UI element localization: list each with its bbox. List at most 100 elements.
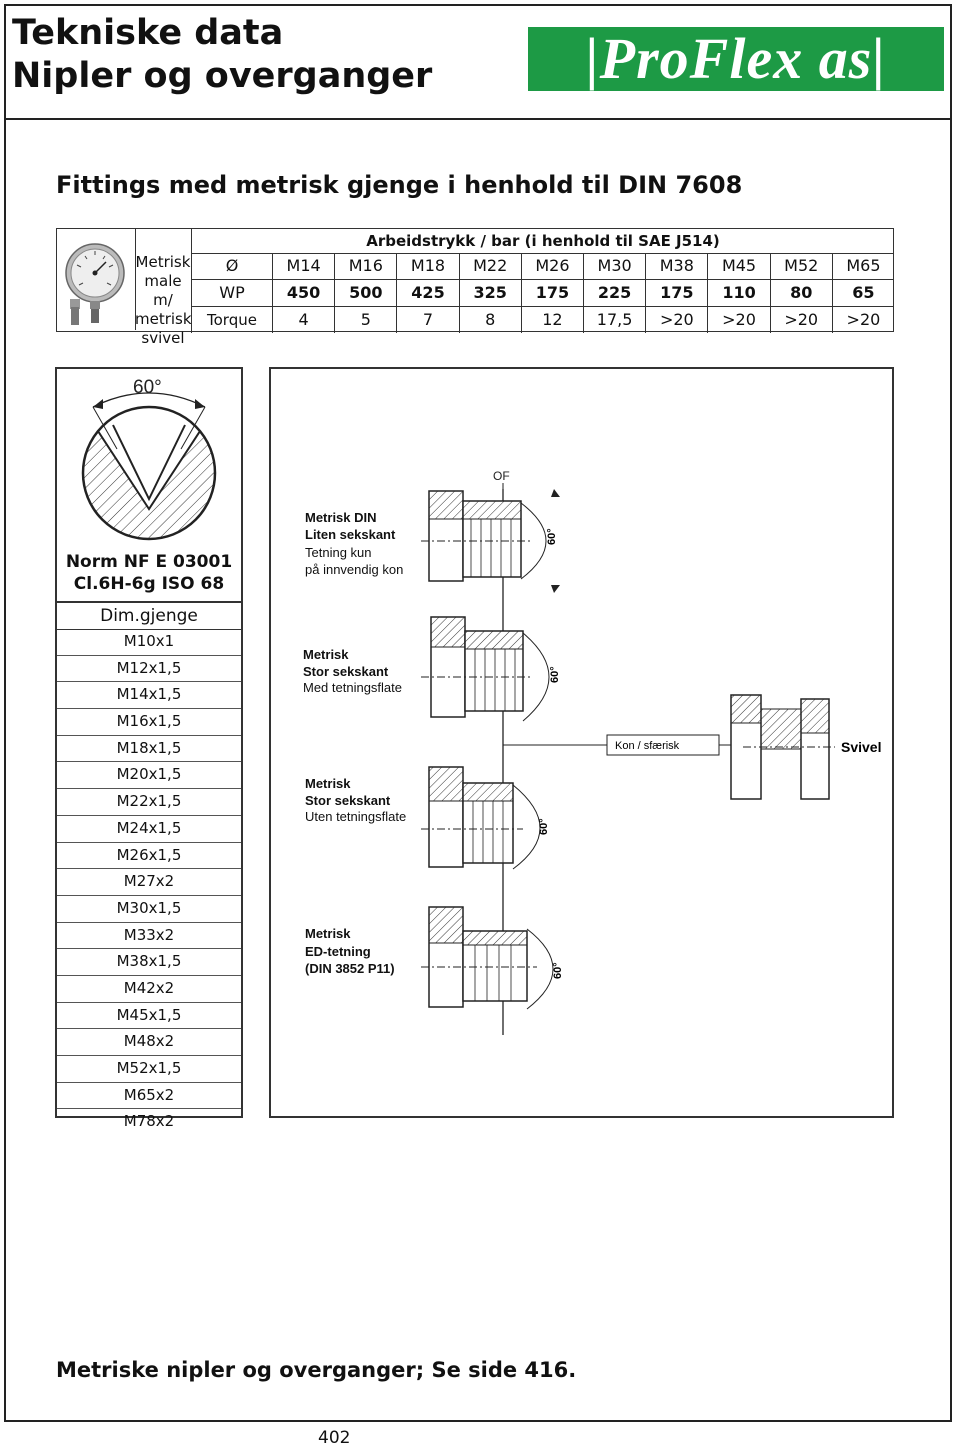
table-cell: >20 xyxy=(831,307,894,333)
table-cell: 80 xyxy=(769,280,832,306)
dim-row: M16x1,5 xyxy=(57,709,241,736)
fitting-1: 60° xyxy=(421,489,560,593)
dim-row: M12x1,5 xyxy=(57,656,241,683)
fittings-drawing: OF 60° xyxy=(303,469,881,1035)
row-group-label: Metrisk male m/ metrisk svivel xyxy=(135,253,192,348)
pressure-table: Metrisk male m/ metrisk svivel Arbeidstr… xyxy=(56,228,894,347)
thread-angle-label: 60° xyxy=(133,377,162,398)
row-group-label-line: svivel xyxy=(141,329,185,347)
row-label: Torque xyxy=(207,311,257,329)
table-cell: M16 xyxy=(334,253,396,279)
table-cell: 425 xyxy=(396,280,458,306)
dim-row: M26x1,5 xyxy=(57,843,241,870)
title-line-1: Tekniske data xyxy=(12,13,284,53)
table-cell: 5 xyxy=(334,307,396,333)
table-row: Torque 4 5 7 8 12 17,5 >20 >20 >20 >20 xyxy=(192,307,894,333)
pressure-table-caption: Arbeidstrykk / bar (i henhold til SAE J5… xyxy=(191,229,894,254)
dim-row: M78x2 xyxy=(123,1112,175,1131)
dim-row: M20x1,5 xyxy=(57,762,241,790)
proflex-logo: |ProFlex as| xyxy=(528,27,944,91)
fitting-3: 60° xyxy=(421,766,550,870)
variant-4-note: (DIN 3852 P11) xyxy=(305,961,395,976)
swivel-label: Svivel xyxy=(841,739,881,755)
page-title: Tekniske data Nipler og overganger xyxy=(12,12,432,98)
table-cell: 175 xyxy=(645,280,707,306)
row-group-label-line: Metrisk xyxy=(135,253,191,271)
table-cell: >20 xyxy=(645,307,707,333)
table-cell: 325 xyxy=(458,280,521,306)
table-cell: 12 xyxy=(520,307,583,333)
norm-line-2: Cl.6H-6g ISO 68 xyxy=(73,574,225,594)
dim-row: M10x1 xyxy=(57,629,241,656)
row-label: WP xyxy=(219,283,245,302)
fitting-4: 60° xyxy=(421,906,564,1010)
fitting-2: 60° xyxy=(421,616,561,722)
angle-label: 60° xyxy=(546,528,558,545)
variant-4-name: Metrisk xyxy=(305,926,351,941)
row-group-label-line: metrisk xyxy=(135,310,192,328)
dim-row: M65x2 xyxy=(57,1083,241,1110)
footer-note: Metriske nipler og overganger; Se side 4… xyxy=(56,1358,577,1382)
table-cell: 17,5 xyxy=(583,307,645,333)
variant-3-sub: Stor sekskant xyxy=(305,793,391,808)
dim-row: M45x1,5 xyxy=(57,1003,241,1030)
dim-row: M48x2 xyxy=(57,1029,241,1056)
table-cell: 8 xyxy=(458,307,521,333)
variant-2-note: Med tetningsflate xyxy=(303,680,402,695)
table-cell: >20 xyxy=(707,307,769,333)
table-cell: M65 xyxy=(831,253,894,279)
thread-profile-diagram: 60° xyxy=(81,377,217,541)
dim-row: M27x2 xyxy=(57,869,241,896)
variant-3-name: Metrisk xyxy=(305,776,351,791)
variant-4-sub: ED-tetning xyxy=(305,944,371,959)
dim-row: M42x2 xyxy=(57,976,241,1003)
table-cell: M45 xyxy=(707,253,769,279)
table-cell: 4 xyxy=(272,307,334,333)
table-cell: 65 xyxy=(831,280,894,306)
logo-text: |ProFlex as| xyxy=(585,26,887,91)
table-row: Ø M14 M16 M18 M22 M26 M30 M38 M45 M52 M6… xyxy=(192,253,894,280)
table-cell: M22 xyxy=(458,253,521,279)
variant-2-sub: Stor sekskant xyxy=(303,664,389,679)
variant-1-note: Tetning kun xyxy=(305,545,372,560)
table-cell: >20 xyxy=(769,307,832,333)
dim-row: M38x1,5 xyxy=(57,949,241,976)
table-cell: M30 xyxy=(583,253,645,279)
table-cell: 175 xyxy=(520,280,583,306)
table-cell: 225 xyxy=(583,280,645,306)
variant-1-sub: Liten sekskant xyxy=(305,527,396,542)
table-cell: 450 xyxy=(272,280,334,306)
pressure-gauge-icon xyxy=(65,243,125,325)
swivel-fitting xyxy=(730,694,835,800)
table-cell: M14 xyxy=(272,253,334,279)
norm-line-1: Norm NF E 03001 xyxy=(65,552,233,572)
variant-3-note: Uten tetningsflate xyxy=(305,809,406,824)
row-label: Ø xyxy=(225,256,239,275)
dim-row: M52x1,5 xyxy=(57,1056,241,1083)
table-cell: M18 xyxy=(396,253,458,279)
variant-2-name: Metrisk xyxy=(303,647,349,662)
pressure-table-grid: Ø M14 M16 M18 M22 M26 M30 M38 M45 M52 M6… xyxy=(191,253,894,333)
angle-label: 60° xyxy=(549,666,561,683)
dim-row: M33x2 xyxy=(57,923,241,950)
header-rule xyxy=(4,118,952,120)
section-title: Fittings med metrisk gjenge i henhold ti… xyxy=(56,171,743,199)
dim-row: M24x1,5 xyxy=(57,816,241,843)
page-frame xyxy=(4,4,952,1422)
row-group-label-line: male m/ xyxy=(144,272,182,309)
norm-label: Norm NF E 03001 Cl.6H-6g ISO 68 xyxy=(57,551,241,595)
table-cell: 7 xyxy=(396,307,458,333)
table-cell: M38 xyxy=(645,253,707,279)
angle-label: 60° xyxy=(552,962,564,979)
cone-label: Kon / sfærisk xyxy=(615,740,680,752)
fittings-diagram: OF 60° xyxy=(269,367,894,1118)
variant-1-note2: på innvendig kon xyxy=(305,562,403,577)
table-cell: 110 xyxy=(707,280,769,306)
gauge-cell xyxy=(57,229,136,330)
table-row: WP 450 500 425 325 175 225 175 110 80 65 xyxy=(192,280,894,307)
table-cell: 500 xyxy=(334,280,396,306)
of-label: OF xyxy=(493,469,510,483)
angle-label: 60° xyxy=(538,818,550,835)
variant-1-name: Metrisk DIN xyxy=(305,510,377,525)
